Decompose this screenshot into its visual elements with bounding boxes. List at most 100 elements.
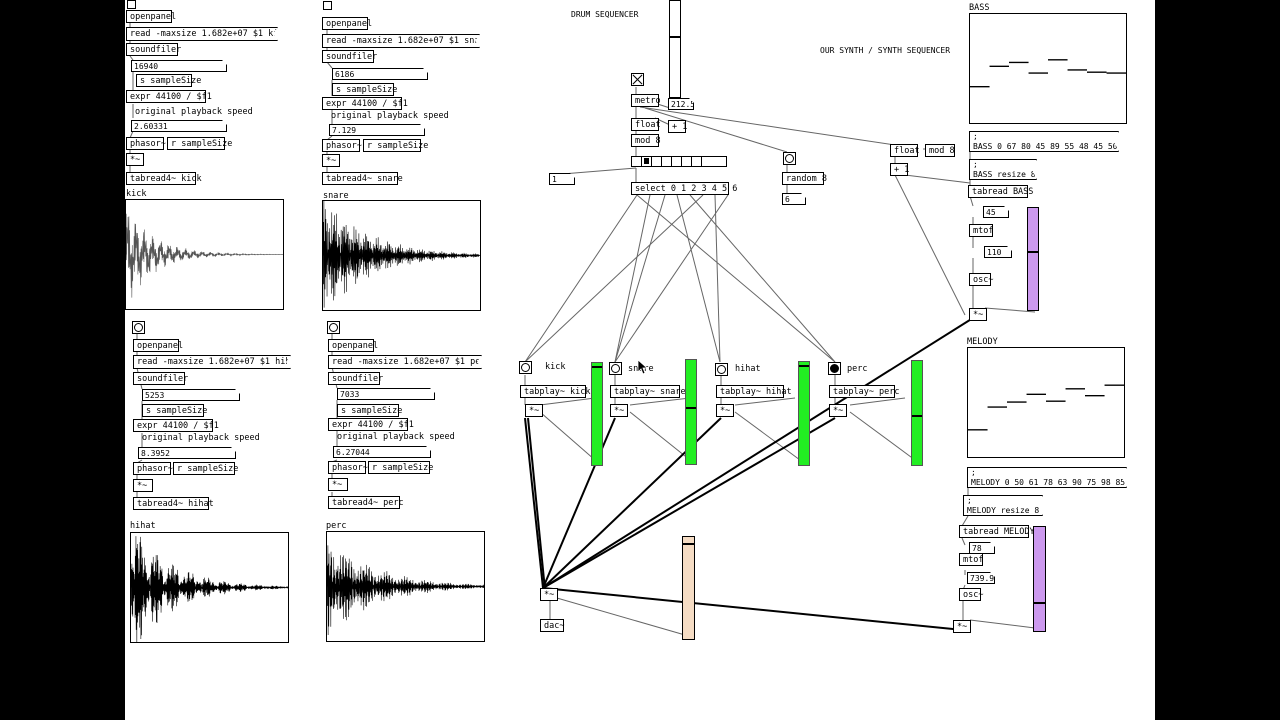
snare-load-bang[interactable] [323, 1, 332, 10]
step-number[interactable]: 1 [549, 173, 575, 185]
kick-waveform-array[interactable] [125, 199, 284, 310]
snare-phasor[interactable]: phasor~ [322, 139, 362, 152]
metro-object[interactable]: metro [631, 94, 661, 107]
perc-speed-number[interactable]: 6.27044 [333, 446, 431, 458]
synth-float[interactable]: float [890, 144, 920, 157]
snare-expr[interactable]: expr 44100 / $f1 [322, 97, 408, 110]
bass-array[interactable] [969, 13, 1127, 124]
kick-receive-samplesize[interactable]: r sampleSize [167, 137, 232, 150]
snare-tabplay[interactable]: tabplay~ snare [610, 385, 686, 398]
perc-waveform-array[interactable] [326, 531, 485, 642]
kick-expr[interactable]: expr 44100 / $f1 [126, 90, 212, 103]
step-radio-cell[interactable] [692, 157, 702, 166]
hihat-tabread4[interactable]: tabread4~ hihat [133, 497, 214, 510]
hihat-expr[interactable]: expr 44100 / $f1 [133, 419, 219, 432]
perc-openpanel[interactable]: openpanel [328, 339, 378, 352]
perc-tabplay[interactable]: tabplay~ perc [829, 385, 900, 398]
perc-multiply[interactable]: *~ [328, 478, 348, 491]
tempo-number[interactable]: 212.5 [668, 98, 694, 110]
melody-tabread[interactable]: tabread MELODY [959, 525, 1035, 538]
master-volume-knob[interactable] [683, 543, 694, 546]
snare-read-message[interactable]: read -maxsize 1.682e+07 $1 snare [322, 34, 480, 48]
snare-waveform-array[interactable] [322, 200, 481, 311]
snare-voice-multiply[interactable]: *~ [610, 404, 628, 417]
hihat-voice-multiply[interactable]: *~ [716, 404, 734, 417]
melody-resize-message[interactable]: ;MELODY resize 8 [963, 495, 1043, 516]
tempo-slider[interactable] [669, 0, 681, 98]
kick-multiply[interactable]: *~ [126, 153, 144, 166]
perc-soundfiler[interactable]: soundfiler [328, 372, 383, 385]
hihat-send-samplesize[interactable]: s sampleSize [142, 404, 207, 417]
kick-phasor[interactable]: phasor~ [126, 137, 166, 150]
hihat-sample-count[interactable]: 5253 [142, 389, 240, 401]
step-radio-cell[interactable] [642, 157, 652, 166]
hihat-load-bang[interactable] [132, 321, 145, 334]
pd-canvas[interactable]: openpanel read -maxsize 1.682e+07 $1 kic… [125, 0, 1155, 720]
metro-toggle[interactable] [631, 73, 644, 86]
step-radio-cell[interactable] [662, 157, 672, 166]
hihat-multiply[interactable]: *~ [133, 479, 153, 492]
kick-load-bang[interactable] [127, 0, 136, 9]
step-radio-cell[interactable] [632, 157, 642, 166]
hihat-receive-samplesize[interactable]: r sampleSize [173, 462, 238, 475]
perc-sample-count[interactable]: 7033 [337, 388, 435, 400]
kick-speed-number[interactable]: 2.60331 [131, 120, 227, 132]
kick-sample-count[interactable]: 16940 [131, 60, 227, 72]
counter-mod-8[interactable]: mod 8 [631, 134, 661, 147]
snare-trigger-bang[interactable] [609, 362, 622, 375]
snare-openpanel[interactable]: openpanel [322, 17, 372, 30]
bass-tabread[interactable]: tabread BASS [968, 185, 1033, 198]
snare-multiply[interactable]: *~ [322, 154, 340, 167]
snare-tabread4[interactable]: tabread4~ snare [322, 172, 403, 185]
counter-plus-one[interactable]: + 1 [668, 120, 687, 133]
perc-voice-multiply[interactable]: *~ [829, 404, 847, 417]
step-radio-cell[interactable] [672, 157, 682, 166]
perc-send-samplesize[interactable]: s sampleSize [337, 404, 402, 417]
melody-volume-knob[interactable] [1034, 601, 1045, 604]
step-select[interactable]: select 0 1 2 3 4 5 6 [631, 182, 737, 195]
kick-trigger-bang[interactable] [519, 361, 532, 374]
bass-note-number[interactable]: 45 [983, 206, 1009, 218]
tempo-slider-knob[interactable] [670, 35, 680, 38]
counter-float[interactable]: float [631, 118, 661, 131]
hihat-read-message[interactable]: read -maxsize 1.682e+07 $1 hihat [133, 355, 291, 369]
bass-values-message[interactable]: ;BASS 0 67 80 45 89 55 48 45 50 [969, 131, 1119, 152]
step-radio-cell[interactable] [652, 157, 662, 166]
hihat-trigger-bang[interactable] [715, 363, 728, 376]
snare-speed-number[interactable]: 7.129 [329, 124, 425, 136]
master-volume-slider[interactable] [682, 536, 695, 640]
melody-array[interactable] [967, 347, 1125, 458]
snare-send-samplesize[interactable]: s sampleSize [332, 83, 397, 96]
master-multiply[interactable]: *~ [540, 588, 558, 601]
step-radio[interactable] [631, 156, 727, 167]
perc-load-bang[interactable] [327, 321, 340, 334]
random-bang[interactable] [783, 152, 796, 165]
snare-receive-samplesize[interactable]: r sampleSize [363, 139, 428, 152]
melody-mtof[interactable]: mtof [959, 553, 983, 566]
perc-phasor[interactable]: phasor~ [328, 461, 368, 474]
bass-volume-slider[interactable] [1027, 207, 1039, 311]
hihat-phasor[interactable]: phasor~ [133, 462, 173, 475]
perc-tabread4[interactable]: tabread4~ perc [328, 496, 404, 509]
bass-multiply[interactable]: *~ [969, 308, 987, 321]
step-radio-cell[interactable] [702, 157, 712, 166]
random-number[interactable]: 6 [782, 193, 806, 205]
kick-tabread4[interactable]: tabread4~ kick [126, 172, 202, 185]
kick-send-samplesize[interactable]: s sampleSize [136, 74, 201, 87]
dac-output[interactable]: dac~ [540, 619, 564, 632]
kick-openpanel[interactable]: openpanel [126, 10, 176, 23]
perc-expr[interactable]: expr 44100 / $f1 [328, 418, 414, 431]
bass-resize-message[interactable]: ;BASS resize 8 [969, 159, 1037, 180]
hihat-soundfiler[interactable]: soundfiler [133, 372, 188, 385]
kick-tabplay[interactable]: tabplay~ kick [520, 385, 591, 398]
melody-volume-slider[interactable] [1033, 526, 1046, 632]
random-8[interactable]: random 8 [782, 172, 827, 185]
bass-mtof[interactable]: mtof [969, 224, 993, 237]
hihat-speed-number[interactable]: 8.3952 [138, 447, 236, 459]
step-radio-cell[interactable] [682, 157, 692, 166]
bass-frequency-number[interactable]: 110 [984, 246, 1012, 258]
melody-osc[interactable]: osc~ [959, 588, 983, 601]
kick-read-message[interactable]: read -maxsize 1.682e+07 $1 kick [126, 27, 278, 41]
melody-frequency-number[interactable]: 739.9 [967, 572, 995, 584]
snare-sample-count[interactable]: 6186 [332, 68, 428, 80]
